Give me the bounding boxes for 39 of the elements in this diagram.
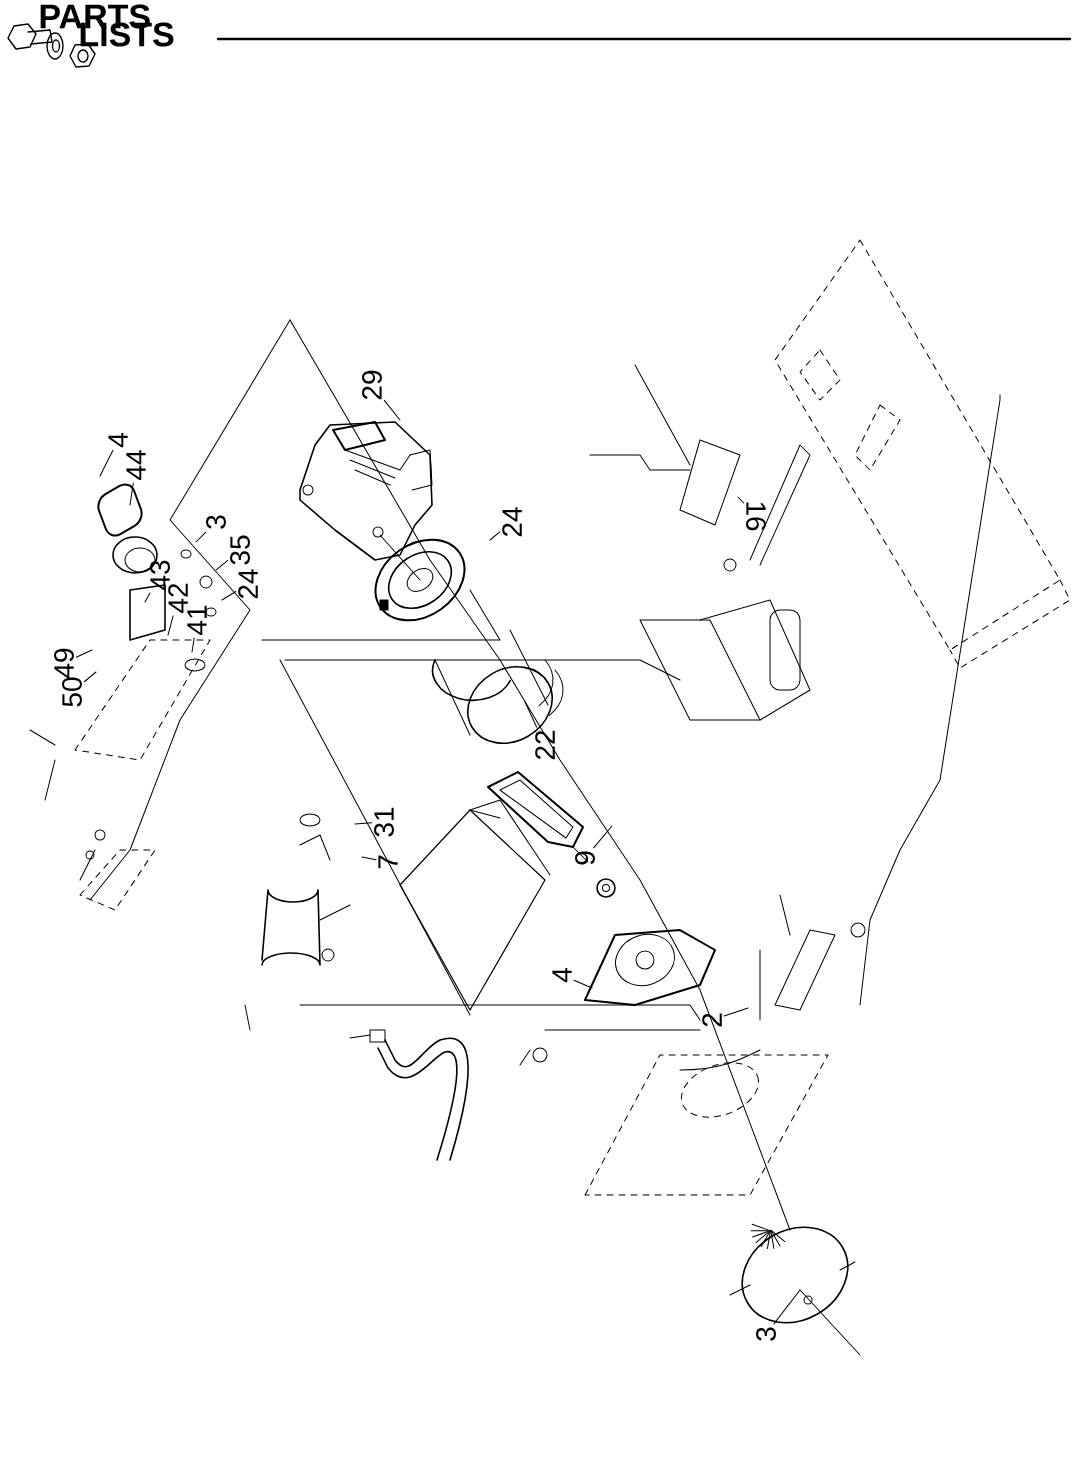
leader-line	[573, 979, 593, 989]
leader-line	[129, 482, 134, 506]
callout-number: 42	[168, 583, 188, 613]
leader-line	[737, 496, 745, 504]
callout-number: 24	[502, 507, 522, 537]
leader-line	[524, 701, 538, 728]
callout-number: 31	[374, 807, 394, 837]
callout-number: 9	[575, 851, 595, 865]
leader-line	[723, 1007, 749, 1017]
leader-line	[99, 449, 114, 477]
callout-number: 3	[756, 1327, 776, 1341]
leader-line	[144, 592, 151, 603]
callout-number: 7	[378, 855, 398, 869]
callout-number: 3	[206, 515, 226, 529]
callout-number: 29	[362, 370, 382, 400]
callout-number: 16	[746, 502, 766, 531]
leader-line	[773, 1289, 801, 1325]
leader-line	[75, 649, 93, 658]
callout-number: 50	[62, 677, 82, 707]
leader-line	[167, 615, 174, 636]
leader-line	[191, 637, 195, 653]
callout-number: 44	[126, 450, 146, 480]
leader-line	[361, 856, 377, 861]
leader-line	[489, 531, 501, 541]
leader-line	[215, 559, 229, 571]
callout-number: 24	[238, 569, 258, 599]
callout-number: 22	[535, 730, 555, 760]
callout-number: 4	[108, 433, 128, 448]
leader-line	[83, 671, 97, 683]
leader-line	[221, 591, 237, 601]
leader-line	[195, 531, 207, 543]
callout-number: 2	[702, 1013, 722, 1027]
leader-line	[383, 399, 401, 421]
callout-number: 35	[230, 535, 250, 565]
leader-line	[593, 825, 613, 849]
callout-number: 4	[552, 968, 572, 983]
leader-line	[354, 822, 373, 825]
callout-number: 41	[187, 605, 207, 635]
callout-number: 49	[54, 648, 74, 678]
